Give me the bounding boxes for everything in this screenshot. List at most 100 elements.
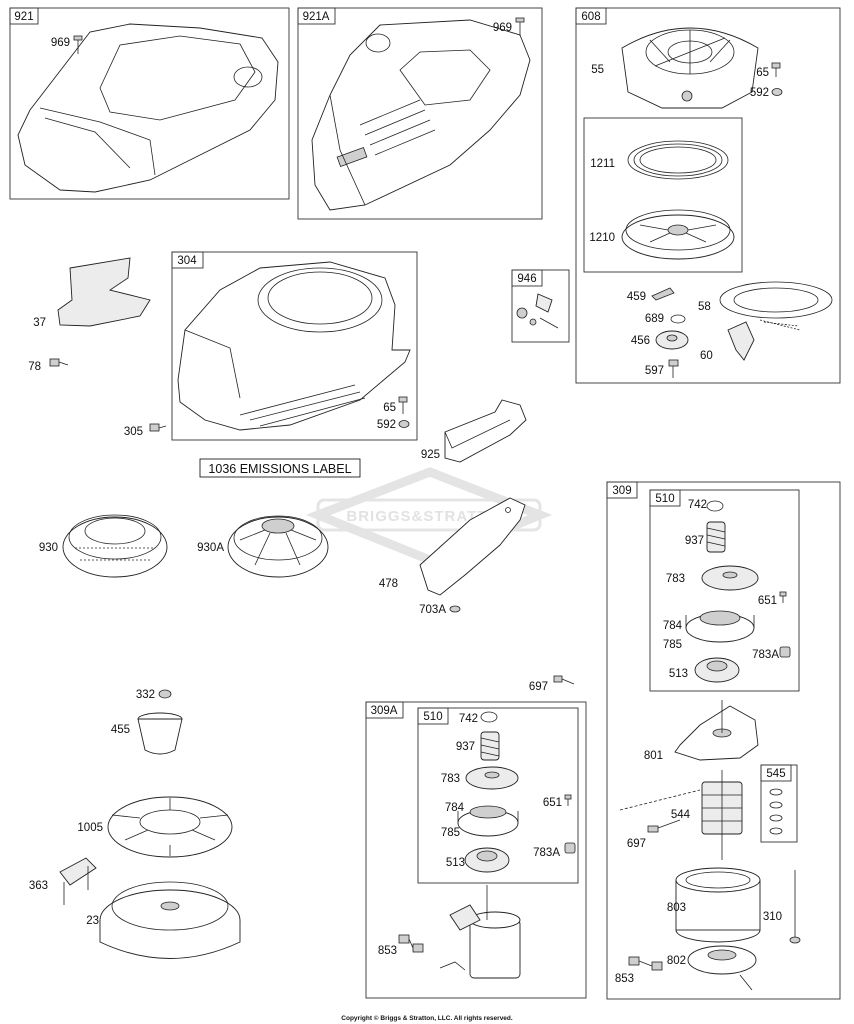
part-label: 478: [379, 578, 398, 590]
tab-545: [760, 764, 792, 782]
part-label: 801: [644, 750, 663, 762]
part-label: 65: [383, 402, 396, 414]
emissions-label-text: 1036 EMISSIONS LABEL: [208, 462, 351, 476]
spring-937-b: [480, 731, 500, 761]
part-label: 592: [750, 87, 769, 99]
frame-309a: [365, 701, 587, 999]
rotating-screen-930: [62, 514, 168, 578]
part-label: 597: [645, 365, 664, 377]
retainer-742-a: [706, 500, 724, 512]
cover-478: [419, 497, 526, 596]
nut-592-a: [771, 88, 783, 96]
air-guide-37: [57, 257, 151, 327]
part-label: 332: [136, 689, 155, 701]
part-label: 853: [615, 973, 634, 985]
tab-309a: [365, 701, 404, 719]
part-label: 697: [627, 838, 646, 850]
tab-309: [606, 481, 638, 499]
blower-cover-921: [17, 23, 279, 193]
ignition-armature-363: [59, 857, 97, 905]
gear-783-b: [465, 766, 519, 790]
tab-946: [511, 269, 543, 287]
clutch-784-b: [457, 805, 519, 837]
part-label: 783: [441, 773, 460, 785]
part-label: 783A: [533, 847, 560, 859]
screw-597: [668, 359, 679, 378]
frame-510-a: [649, 489, 800, 692]
pinion-513-b: [464, 847, 510, 873]
box-label-309: 309: [612, 485, 631, 497]
part-label: 544: [671, 809, 691, 821]
nut-592-b: [398, 420, 410, 428]
cam-456: [655, 330, 689, 350]
part-labels: 969 969 55 65 592 1211 1210 459 58 689 4…: [28, 22, 782, 985]
blower-housing-304: [177, 261, 411, 431]
fan-1005: [107, 796, 233, 858]
part-label: 937: [456, 741, 475, 753]
part-label: 651: [758, 595, 777, 607]
cap-783a-b: [564, 842, 576, 854]
part-label: 930A: [197, 542, 224, 554]
tab-510-a: [649, 489, 681, 507]
nut-703a: [449, 605, 461, 613]
rewind-spring-1211: [627, 140, 729, 180]
pulley-1210: [621, 209, 735, 260]
armature-544: [701, 770, 743, 860]
bolt-697-a: [619, 789, 701, 833]
part-label: 651: [543, 797, 562, 809]
part-label: 937: [685, 535, 704, 547]
part-label: 802: [667, 955, 686, 967]
part-label: 456: [631, 335, 650, 347]
part-label: 742: [459, 713, 478, 725]
bolt-310: [789, 870, 801, 944]
part-label: 785: [663, 639, 682, 651]
part-label: 783A: [752, 649, 779, 661]
part-label: 742: [688, 499, 707, 511]
part-label: 60: [700, 350, 713, 362]
part-label: 783: [666, 573, 685, 585]
part-label: 697: [529, 681, 548, 693]
part-label: 784: [663, 620, 683, 632]
pinion-513-a: [694, 657, 740, 683]
tab-608: [575, 7, 607, 25]
blower-cover-921a: [311, 19, 531, 211]
throttle-bracket-946: [516, 293, 559, 329]
part-label: 58: [698, 301, 711, 313]
part-label: 78: [28, 361, 41, 373]
part-label: 1211: [590, 158, 615, 170]
rewind-housing-55: [621, 27, 759, 109]
part-label: 455: [111, 724, 130, 736]
frame-309: [606, 481, 841, 1000]
screw-78: [49, 358, 69, 367]
box-label-545: 545: [766, 768, 785, 780]
gear-783-a: [701, 565, 759, 591]
part-label: 310: [763, 911, 782, 923]
box-label-946: 946: [517, 273, 536, 285]
part-label: 65: [756, 67, 769, 79]
terminal-853-a: [628, 956, 663, 971]
retainer-742-b: [480, 711, 498, 723]
spring-937-a: [706, 521, 726, 553]
box-label-510-b: 510: [423, 711, 442, 723]
part-label: 925: [421, 449, 440, 461]
cap-783a-a: [779, 646, 791, 658]
ring-689: [670, 314, 686, 324]
starter-motor-309a: [439, 885, 521, 979]
part-label: 305: [124, 426, 143, 438]
screw-65-a: [771, 62, 781, 77]
rope-58: [719, 281, 833, 331]
part-label: 55: [591, 64, 604, 76]
part-label: 785: [441, 827, 460, 839]
screw-969-a: [73, 35, 83, 54]
tab-921: [9, 7, 39, 25]
box-label-608: 608: [581, 11, 600, 23]
guard-925: [444, 399, 527, 463]
part-label: 853: [378, 945, 397, 957]
part-label: 1210: [589, 232, 615, 244]
part-label: 803: [667, 902, 686, 914]
nut-332: [158, 689, 172, 699]
frame-rewind-spring: [583, 117, 743, 273]
screw-305: [149, 423, 167, 432]
frame-921: [9, 7, 290, 200]
